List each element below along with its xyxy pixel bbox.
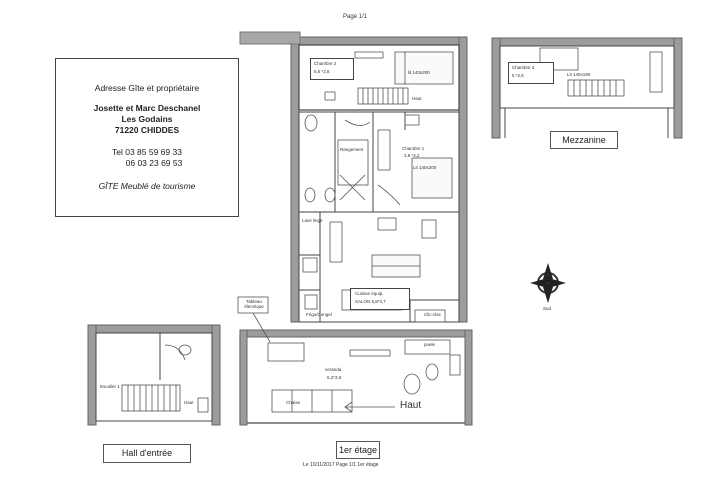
address-tel1: Tel 03 85 59 69 33: [112, 147, 182, 157]
address-owners: Josette et Marc Deschanel: [93, 103, 201, 113]
chambre2-stairs-label: Haut: [412, 96, 422, 101]
address-place: Les Godains: [121, 114, 173, 124]
address-gite: GÎTE Meublé de tourisme: [98, 181, 196, 191]
hall-caption: Hall d'entrée: [103, 444, 191, 463]
mezzanine-caption: Mezzanine: [550, 131, 618, 149]
chambre1-furniture: [304, 114, 453, 206]
veranda-dims: 6,2*3,6: [327, 375, 342, 380]
tableau-callout: [237, 296, 271, 343]
chambre1-name: Chambre 1: [402, 146, 425, 151]
lave-label: Lave linge: [302, 218, 323, 223]
veranda-walls: [239, 329, 473, 426]
hall-walls: [87, 324, 221, 426]
address-title: Adresse Gîte et propriétaire: [94, 83, 200, 93]
etage-caption: 1er étage: [336, 441, 380, 459]
frigo-label: Frigo/Congel: [306, 312, 332, 317]
escalier-label: Escalier 1: [100, 384, 120, 389]
footer-label: Le 10/11/2017 Page 1/1 1er étage: [303, 462, 379, 468]
chambre2-label: Chambre 2 5,6 *2,8: [310, 58, 354, 80]
mezzanine-walls: [491, 37, 683, 139]
hall-stairs: [121, 384, 181, 412]
chaise-label: Chaise: [286, 400, 301, 405]
salon-label: Cuisine équip. SALON 6,8*4,7: [350, 288, 410, 310]
compass-north: N: [546, 272, 550, 277]
page-label: Page 1/1: [343, 14, 368, 20]
address-box: Adresse Gîte et propriétaire Josette et …: [55, 58, 239, 217]
lit140-label: Lit 140x200: [413, 165, 437, 170]
lit-mezz-label: Lit 140x190: [567, 72, 591, 77]
poele-label: poele: [424, 342, 436, 347]
clic-label: Clic-clac: [424, 312, 442, 317]
compass-icon: [530, 263, 566, 303]
chambre2-furniture: [324, 51, 454, 105]
compass-sud: Sud: [543, 306, 552, 311]
chambre1-dims: 3,8 *4,2: [404, 153, 420, 158]
tableau-label: Tableau électrique: [244, 299, 264, 309]
veranda-name: veranda: [325, 367, 342, 372]
haut-caption: Haut: [400, 400, 422, 411]
chambre2-stairs: [357, 87, 409, 105]
main-building: [239, 31, 468, 323]
rangement-label: Rangement: [340, 147, 364, 152]
hall-stairs-label: Haut: [184, 400, 194, 405]
chambre3-label: Chambre 3 5 *2,5: [508, 62, 554, 84]
address-tel2: 06 03 23 69 53: [125, 158, 183, 168]
address-city: 71220 CHIDDES: [114, 125, 180, 135]
bed-label: lit 140x200: [408, 70, 430, 75]
